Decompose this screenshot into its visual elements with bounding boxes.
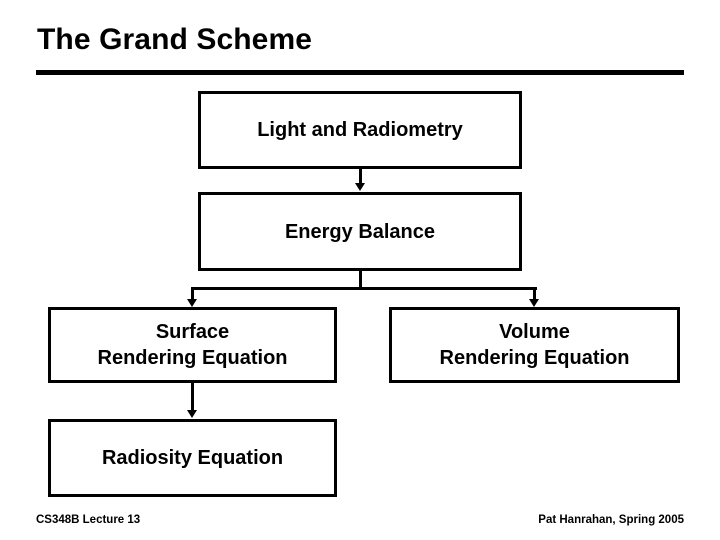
node-label: Radiosity Equation (101, 447, 284, 469)
node-volume-rendering-equation[interactable]: Volume Rendering Equation (389, 307, 680, 383)
node-label: Light and Radiometry (257, 119, 463, 141)
edge-energy-to-volume-line (533, 287, 536, 301)
edge-energy-to-volume-arrowhead (529, 299, 539, 307)
edge-light-to-energy-line (359, 169, 362, 186)
title-underline-rule (36, 70, 684, 75)
node-surface-rendering-equation[interactable]: Surface Rendering Equation (48, 307, 337, 383)
node-radiosity-equation[interactable]: Radiosity Equation (48, 419, 337, 497)
node-light-and-radiometry[interactable]: Light and Radiometry (198, 91, 522, 169)
page-title: The Grand Scheme (37, 23, 313, 56)
edge-surface-to-radiosity-arrowhead (187, 410, 197, 418)
node-energy-balance[interactable]: Energy Balance (198, 192, 522, 271)
edge-energy-to-surface-arrowhead (187, 299, 197, 307)
edge-energy-split-stem (359, 271, 362, 290)
node-label: Surface Rendering Equation (97, 321, 288, 369)
footer-right-text: Pat Hanrahan, Spring 2005 (538, 514, 684, 526)
node-label: Volume Rendering Equation (439, 321, 630, 369)
edge-surface-to-radiosity-line (191, 383, 194, 412)
footer-left-text: CS348B Lecture 13 (36, 514, 141, 526)
edge-energy-to-surface-line (191, 287, 194, 301)
edge-energy-split-bar (191, 287, 537, 290)
node-label: Energy Balance (284, 220, 436, 243)
edge-light-to-energy-arrowhead (355, 183, 365, 191)
